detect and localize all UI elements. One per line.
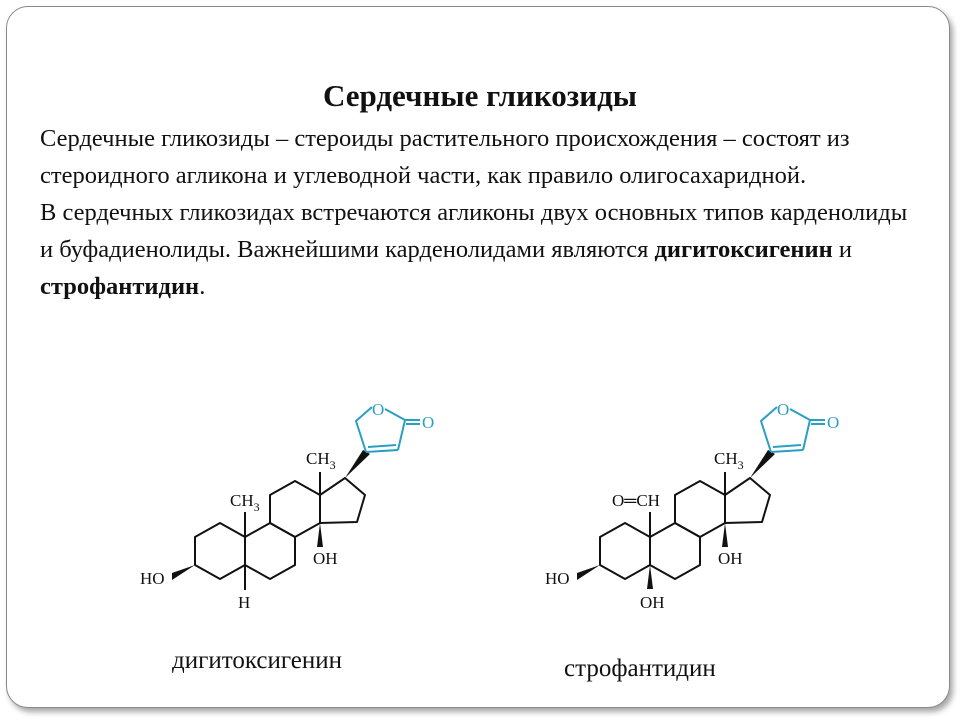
lactone-ring-1 [355,406,420,453]
slide-title: Сердечные гликозиды [323,78,637,113]
wedge-ho [577,565,600,580]
caption-digitoxigenin: дигитоксигенин [172,647,342,674]
wedge-oh-bottom [647,565,653,589]
struct2-carbonyl-o: O [827,413,839,432]
structure-strophanthidin: O O CH3 O═CH OH HO OH [545,400,839,612]
wedge-oh [722,523,728,547]
struct1-carbonyl-o: O [422,413,434,432]
ring-d [319,477,366,524]
paragraph-2-and: и [832,236,853,263]
wedge-oh [317,523,323,547]
ring-b [244,522,296,580]
lactone-ring-2 [760,406,825,453]
struct1-ch3-mid: CH3 [230,491,260,514]
struct2-ch3-top: CH3 [714,449,744,472]
struct1-oh: OH [313,549,338,568]
struct1-h: H [238,593,250,612]
paragraph-2-text: В сердечных гликозидах встречаются аглик… [40,199,908,263]
struct1-ch3-top: CH3 [306,449,336,472]
struct1-ring-o: O [372,400,384,419]
paragraph-2: В сердечных гликозидах встречаются аглик… [40,194,925,305]
wedge-lactone [345,450,370,478]
struct2-ho: HO [545,569,570,588]
ring-a [194,522,246,580]
slide-frame [6,6,950,708]
ring-c [269,480,321,538]
struct2-ring-o: O [777,400,789,419]
term-strophanthidin: строфантидин [40,273,200,300]
struct2-oh: OH [718,549,743,568]
struct1-ho: HO [140,569,165,588]
slide-body: Сердечные гликозиды – стероиды раститель… [40,120,925,305]
structure-digitoxigenin: O O CH3 CH3 OH HO H [140,400,434,612]
paragraph-2-end: . [199,273,206,300]
ring-a [599,522,651,580]
struct2-cho: O═CH [612,491,660,510]
term-digitoxigenin: дигитоксигенин [654,236,833,263]
caption-strophanthidin: строфантидин [564,655,716,682]
ring-b [649,522,701,580]
ring-d [724,477,771,524]
wedge-ho [172,565,195,580]
wedge-lactone [750,450,775,478]
paragraph-1: Сердечные гликозиды – стероиды раститель… [40,125,850,189]
struct2-oh-bottom: OH [640,593,665,612]
ring-c [674,480,726,538]
